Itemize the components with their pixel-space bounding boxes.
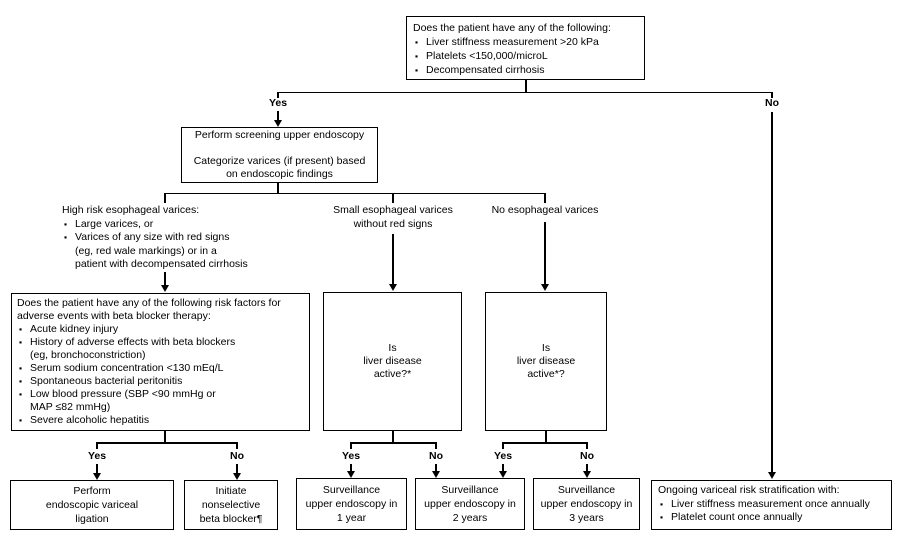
node-beta-blocker-risk-factors: Does the patient have any of the followi… [11, 293, 310, 431]
bullet-list: Liver stiffness measurement once annuall… [658, 498, 885, 525]
connector-line [350, 442, 437, 444]
arrowhead-icon [541, 284, 549, 291]
arrowhead-icon [93, 473, 101, 480]
connector-line [502, 442, 504, 449]
edge-label-no-risk: No [230, 450, 244, 462]
node-text: Surveillance upper endoscopy in 1 year [305, 484, 398, 524]
connector-line [236, 464, 238, 474]
node-nonselective-beta-blocker: Initiate nonselective beta blocker¶ [184, 480, 278, 530]
label-high-risk-varices: High risk esophageal varices: Large vari… [62, 204, 294, 272]
arrowhead-icon [274, 120, 282, 127]
bullet-item: History of adverse effects with beta blo… [17, 336, 304, 362]
node-text: Surveillance upper endoscopy in 2 years [424, 484, 516, 524]
connector-line [392, 192, 394, 203]
label-no-varices: No esophageal varices [491, 204, 599, 216]
node-liver-disease-active-2: Is liver disease active*? [485, 292, 607, 431]
connector-line [586, 442, 588, 449]
bullet-list: Large varices, orVarices of any size wit… [62, 218, 294, 272]
bullet-item: Platelet count once annually [658, 511, 885, 525]
edge-label-yes-top: Yes [268, 97, 288, 109]
node-text: Perform endoscopic variceal ligation [45, 485, 139, 525]
arrowhead-icon [768, 472, 776, 479]
node-ongoing-risk-stratification: Ongoing variceal risk stratification wit… [651, 480, 892, 530]
connector-line [392, 431, 394, 443]
connector-line [435, 442, 437, 449]
node-variceal-ligation: Perform endoscopic variceal ligation [10, 480, 174, 530]
connector-line [164, 272, 166, 286]
bullet-item: Platelets <150,000/microL [413, 49, 638, 63]
connector-line [502, 464, 504, 472]
edge-label-yes-liver1: Yes [341, 450, 361, 462]
arrowhead-icon [432, 471, 440, 478]
arrowhead-icon [347, 471, 355, 478]
node-liver-disease-active-1: Is liver disease active?* [323, 292, 462, 431]
node-screening-endoscopy: Perform screening upper endoscopy Catego… [181, 127, 378, 183]
bullet-item: Acute kidney injury [17, 323, 304, 336]
arrowhead-icon [583, 471, 591, 478]
label-title: High risk esophageal varices: [62, 204, 200, 216]
node-surveillance-2-years: Surveillance upper endoscopy in 2 years [415, 478, 525, 530]
node-title: Ongoing variceal risk stratification wit… [658, 484, 840, 496]
bullet-item: Liver stiffness measurement once annuall… [658, 498, 885, 512]
connector-line [350, 442, 352, 449]
connector-line [96, 442, 238, 444]
bullet-list: Liver stiffness measurement >20 kPaPlate… [413, 35, 638, 77]
connector-line [277, 183, 279, 193]
connector-line [277, 91, 773, 93]
bullet-list: Acute kidney injuryHistory of adverse ef… [17, 323, 304, 427]
node-title: Does the patient have any of the followi… [17, 297, 281, 322]
connector-line [544, 192, 546, 203]
bullet-item: Liver stiffness measurement >20 kPa [413, 35, 638, 49]
node-surveillance-3-years: Surveillance upper endoscopy in 3 years [533, 478, 640, 530]
bullet-item: Low blood pressure (SBP <90 mmHg or MAP … [17, 388, 304, 414]
node-text: Initiate nonselective beta blocker¶ [199, 485, 263, 525]
node-text: Surveillance upper endoscopy in 3 years [540, 484, 633, 524]
node-text: Is liver disease active?* [363, 342, 422, 380]
connector-line [525, 80, 527, 93]
connector-line [277, 111, 279, 121]
connector-line [545, 431, 547, 443]
node-text: Is liver disease active*? [516, 342, 576, 380]
arrowhead-icon [233, 473, 241, 480]
node-title: Does the patient have any of the followi… [413, 22, 611, 34]
node-text: Perform screening upper endoscopy Catego… [193, 129, 366, 180]
connector-line [96, 442, 98, 449]
connector-line [435, 464, 437, 472]
connector-line [586, 464, 588, 472]
connector-line [236, 442, 238, 449]
connector-line [771, 112, 773, 472]
bullet-item: Spontaneous bacterial peritonitis [17, 375, 304, 388]
edge-label-no-liver2: No [580, 450, 594, 462]
node-top-question: Does the patient have any of the followi… [406, 16, 645, 80]
arrowhead-icon [389, 284, 397, 291]
edge-label-no-liver1: No [429, 450, 443, 462]
connector-line [164, 192, 546, 194]
edge-label-no-top: No [765, 97, 779, 109]
label-small-varices: Small esophageal varices without red sig… [333, 204, 453, 230]
edge-label-yes-liver2: Yes [493, 450, 513, 462]
connector-line [350, 464, 352, 472]
bullet-item: Varices of any size with red signs (eg, … [62, 231, 294, 272]
connector-line [502, 442, 588, 444]
edge-label-yes-risk: Yes [87, 450, 107, 462]
connector-line [164, 192, 166, 203]
connector-line [771, 91, 773, 98]
connector-line [164, 431, 166, 443]
arrowhead-icon [161, 285, 169, 292]
bullet-item: Large varices, or [62, 218, 294, 232]
connector-line [96, 464, 98, 474]
node-surveillance-1-year: Surveillance upper endoscopy in 1 year [296, 478, 407, 530]
arrowhead-icon [499, 471, 507, 478]
connector-line [392, 234, 394, 285]
bullet-item: Decompensated cirrhosis [413, 63, 638, 77]
connector-line [544, 222, 546, 285]
bullet-item: Serum sodium concentration <130 mEq/L [17, 362, 304, 375]
bullet-item: Severe alcoholic hepatitis [17, 414, 304, 427]
connector-line [277, 91, 279, 98]
